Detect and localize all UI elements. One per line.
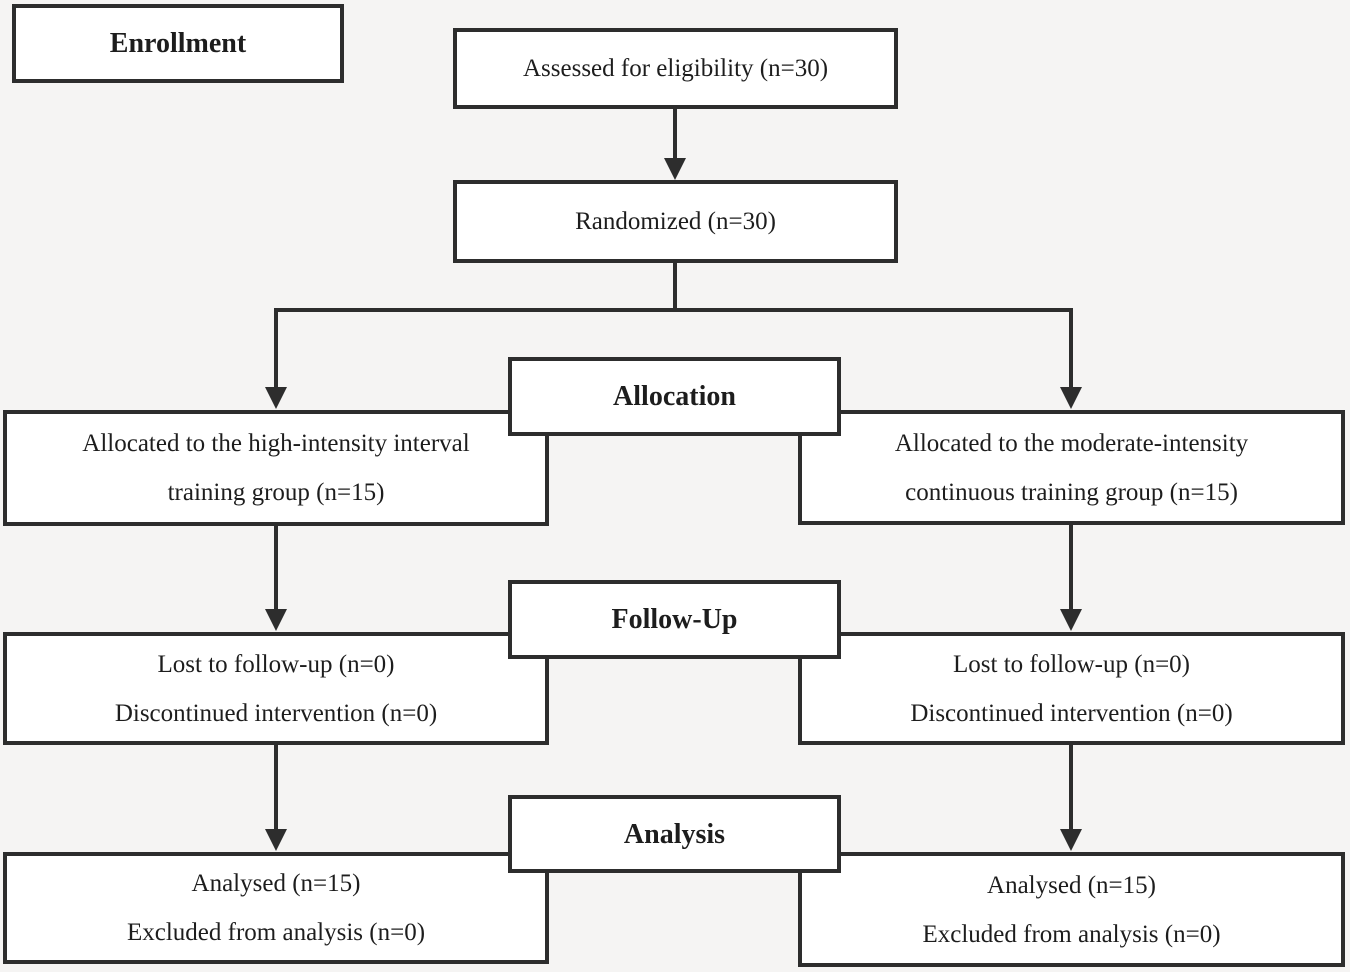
arrow-line-split-allocated-right: [1069, 308, 1073, 388]
arrow-line-split-allocated-left: [274, 308, 278, 388]
followup-stage-label: Follow-Up: [611, 604, 738, 635]
arrowhead-followup-analysis-right: [1060, 829, 1082, 851]
followup-left-text-line2: Discontinued intervention (n=0): [114, 699, 438, 727]
arrowhead-followup-analysis-left: [265, 829, 287, 851]
analysis-left-text-line1: Analysed (n=15): [191, 870, 361, 897]
connector-split-horizontal: [274, 308, 1073, 312]
arrow-line-followup-analysis-right: [1069, 743, 1073, 830]
allocation-stage-box: Allocation: [508, 357, 841, 436]
arrowhead-allocated-followup-right: [1060, 609, 1082, 631]
enrollment-stage-box: Enrollment: [12, 4, 344, 83]
followup-left-box: Lost to follow-up (n=0) Discontinued int…: [3, 632, 549, 745]
allocated-mict-box: Allocated to the moderate-intensity cont…: [798, 410, 1345, 525]
followup-right-text-line1: Lost to follow-up (n=0): [953, 650, 1190, 678]
analysis-right-box: Analysed (n=15) Excluded from analysis (…: [798, 852, 1345, 967]
analysis-left-text-line2: Excluded from analysis (n=0): [126, 919, 426, 946]
assessed-eligibility-box: Assessed for eligibility (n=30): [453, 28, 898, 109]
arrow-line-allocated-followup-left: [274, 524, 278, 610]
connector-randomized-split: [673, 262, 677, 312]
arrowhead-assessed-randomized: [664, 158, 686, 180]
allocated-hiit-box: Allocated to the high-intensity interval…: [3, 410, 549, 526]
followup-right-text-line2: Discontinued intervention (n=0): [910, 699, 1233, 727]
allocated-mict-text-line1: Allocated to the moderate-intensity: [894, 429, 1249, 457]
arrow-line-followup-analysis-left: [274, 743, 278, 830]
enrollment-stage-label: Enrollment: [109, 28, 247, 59]
allocated-hiit-text-line2: training group (n=15): [167, 479, 385, 506]
arrow-line-allocated-followup-right: [1069, 523, 1073, 610]
arrowhead-split-allocated-left: [265, 387, 287, 409]
arrowhead-allocated-followup-left: [265, 609, 287, 631]
followup-right-box: Lost to follow-up (n=0) Discontinued int…: [798, 632, 1345, 745]
analysis-left-box: Analysed (n=15) Excluded from analysis (…: [3, 852, 549, 964]
allocated-mict-text-line2: continuous training group (n=15): [905, 478, 1238, 506]
randomized-text: Randomized (n=30): [575, 208, 776, 235]
analysis-stage-label: Analysis: [623, 818, 726, 850]
arrow-line-assessed-randomized: [673, 108, 677, 160]
followup-left-text-line1: Lost to follow-up (n=0): [157, 650, 395, 678]
assessed-eligibility-text: Assessed for eligibility (n=30): [522, 55, 829, 82]
allocated-hiit-text-line1: Allocated to the high-intensity interval: [82, 430, 470, 457]
randomized-box: Randomized (n=30): [453, 180, 898, 263]
arrowhead-split-allocated-right: [1060, 387, 1082, 409]
analysis-right-text-line1: Analysed (n=15): [987, 871, 1156, 899]
followup-stage-box: Follow-Up: [508, 580, 841, 659]
analysis-right-text-line2: Excluded from analysis (n=0): [922, 920, 1221, 948]
analysis-stage-box: Analysis: [508, 795, 841, 873]
allocation-stage-label: Allocation: [613, 381, 736, 412]
